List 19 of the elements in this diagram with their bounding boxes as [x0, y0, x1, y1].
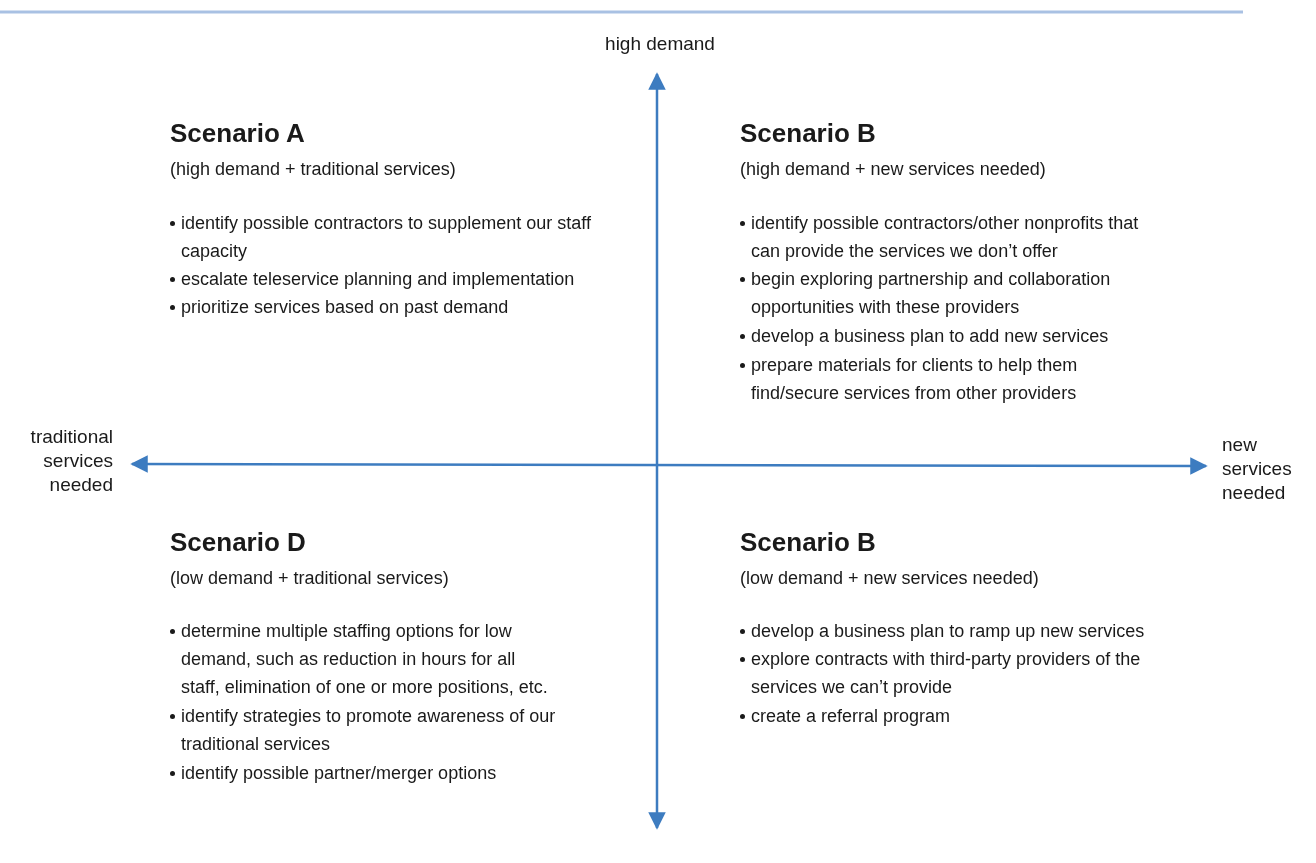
- scenario-subheading: (low demand + new services needed): [740, 567, 1040, 590]
- axis-label: high demand: [604, 32, 716, 56]
- scenario-subheading: (high demand + traditional services): [170, 158, 457, 181]
- scenario-heading: Scenario D: [170, 526, 307, 558]
- scenario-heading: Scenario B: [740, 117, 877, 149]
- bullet-text: develop a business plan to add new services: [751, 325, 1110, 348]
- bullet-text: escalate teleservice planning and implementation: [181, 268, 576, 291]
- axis-label: new services needed: [1222, 433, 1293, 505]
- bullet-text: create a referral program: [751, 705, 952, 728]
- scenario-heading: Scenario A: [170, 117, 306, 149]
- scenario-subheading: (low demand + traditional services): [170, 567, 450, 590]
- bullet-text: identify possible partner/merger options: [181, 762, 498, 785]
- bullet-text: prioritize services based on past demand: [181, 296, 510, 319]
- bullet-text: prepare materials for clients to help them find/secure services from other providers: [751, 354, 1079, 405]
- scenario-heading: Scenario B: [740, 526, 877, 558]
- bullet-text: develop a business plan to ramp up new services: [751, 620, 1146, 643]
- bullet-text: determine multiple staffing options for low demand, such as reduction in hours for all staff, elimination of one or more positions, etc.: [181, 620, 549, 699]
- axis-label: traditional services needed: [29, 425, 113, 497]
- scenario-subheading: (high demand + new services needed): [740, 158, 1047, 181]
